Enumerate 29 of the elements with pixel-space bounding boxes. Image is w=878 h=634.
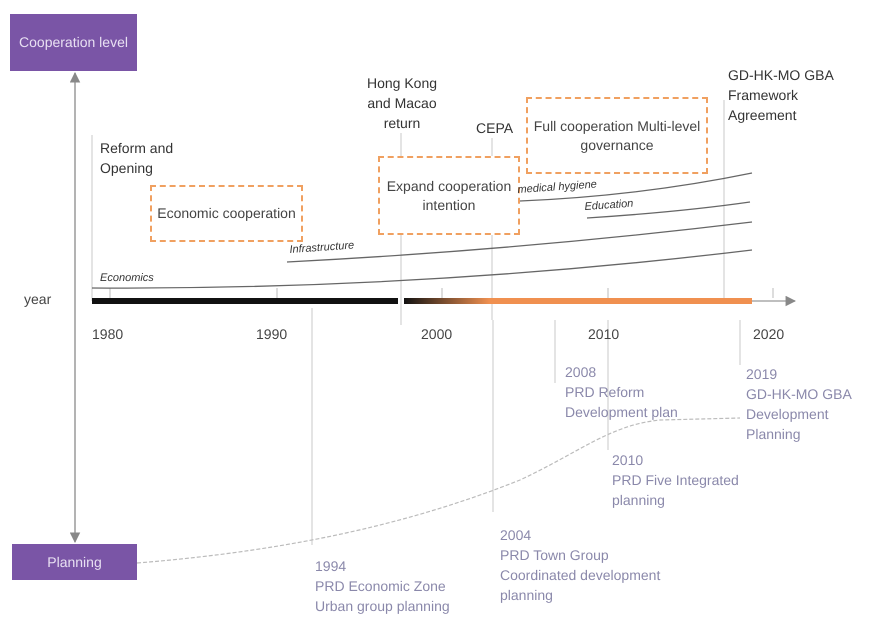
event-label: Reform and Opening <box>100 139 174 178</box>
heading-box: Cooperation level <box>10 14 137 71</box>
year-label: 2019 <box>746 365 778 384</box>
year-label: 2010 <box>588 325 620 344</box>
curve-label: Infrastructure <box>289 240 355 257</box>
curve-label: Economics <box>100 272 154 285</box>
year-label: 1990 <box>256 325 288 344</box>
year-label: 2004 <box>500 526 532 545</box>
plan-label: GD-HK-MO GBA Development Planning <box>746 385 853 444</box>
plan-label: PRD Reform Development plan <box>565 383 679 422</box>
phase-box: Economic cooperation <box>150 185 303 242</box>
year-label: 2000 <box>421 325 452 344</box>
heading-box: Planning <box>12 544 137 580</box>
event-label: Hong Kong and Macao return <box>366 74 438 133</box>
arrow <box>70 72 80 544</box>
phase-box: Full cooperation Multi-level governance <box>526 97 708 174</box>
year-label: 1994 <box>315 557 346 576</box>
year-label: 2010 <box>612 451 644 470</box>
plan-label: PRD Town Group Coordinated development planning <box>500 546 662 605</box>
year-label: 2008 <box>565 363 596 382</box>
event-label: CEPA <box>476 119 514 138</box>
curve-label: Education <box>584 198 634 214</box>
event-label: GD-HK-MO GBA Framework Agreement <box>728 66 835 125</box>
plan-label: PRD Five Integrated planning <box>612 471 740 510</box>
year-label: 2020 <box>753 325 784 344</box>
year-label: 1980 <box>92 325 124 344</box>
plan-label: PRD Economic Zone Urban group planning <box>315 577 451 616</box>
axis-label: year <box>24 290 52 309</box>
curve-label: medical hygiene <box>517 178 598 197</box>
